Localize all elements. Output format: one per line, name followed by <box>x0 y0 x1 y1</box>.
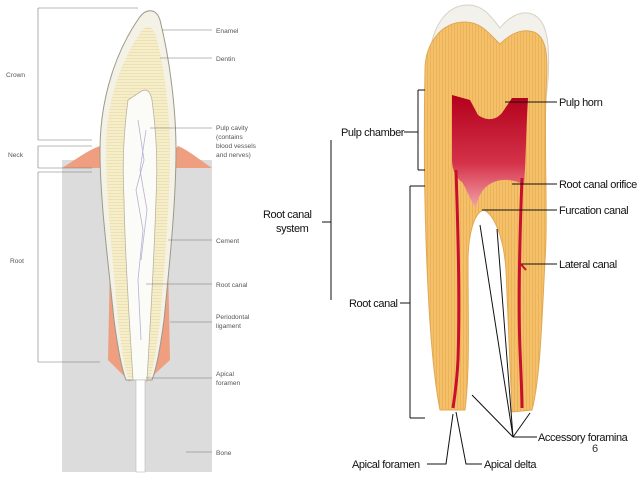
apical-delta-leader <box>455 411 482 465</box>
molar-pulp-chamber <box>452 95 528 208</box>
root-canal-system-label-1: Root canal <box>263 209 312 221</box>
root-canal-label-right: Root canal <box>349 298 398 310</box>
pulp-horn-label: Pulp horn <box>559 97 603 109</box>
root-canal-channel <box>135 379 146 473</box>
cement-label: Cement <box>216 238 239 245</box>
apical-foramen-label-2: foramen <box>216 380 241 387</box>
apical-foramen-leader <box>427 413 454 465</box>
blood-vessel <box>135 119 148 341</box>
root-label: Root <box>10 258 24 265</box>
molar-root-canal-right <box>517 177 524 409</box>
pulp-cavity-label-1: Pulp cavity <box>216 125 249 132</box>
molar-root-canal-left <box>451 169 461 409</box>
root-bracket <box>37 171 100 363</box>
accessory-foramina-label: Accessory foramina <box>538 432 629 444</box>
pulp-chamber-bracket <box>417 89 425 171</box>
page-number: 6 <box>592 443 598 455</box>
root-canal-bracket <box>409 185 425 419</box>
pulp-cavity-label-4: and nerves) <box>216 152 251 159</box>
periodontal-label-2: ligament <box>216 323 241 330</box>
accessory-foramina-leader <box>471 224 537 438</box>
bone-label: Bone <box>216 450 232 457</box>
furcation-canal-label: Furcation canal <box>559 205 628 217</box>
neck-label: Neck <box>8 152 24 159</box>
dentin-label: Dentin <box>216 56 235 63</box>
molar-dentin <box>423 21 548 413</box>
apical-foramen-label-1: Apical <box>216 371 234 378</box>
root-canal-system-label-2: system <box>276 223 309 235</box>
enamel-label: Enamel <box>216 28 239 35</box>
root-canal-label-left: Root canal <box>216 282 248 289</box>
left-tooth-diagram: Crown Neck Root Enamel Dentin Pulp cavit… <box>6 7 257 473</box>
right-tooth-diagram: Pulp chamber Root canal system Root cana… <box>263 4 637 471</box>
apical-foramen-label: Apical foramen <box>352 459 420 471</box>
crown-label: Crown <box>6 72 25 79</box>
apical-delta-label: Apical delta <box>484 459 537 471</box>
pulp-chamber-label: Pulp chamber <box>341 127 405 139</box>
pulp-cavity-label-3: blood vessels <box>216 143 257 150</box>
crown-bracket <box>37 7 138 141</box>
periodontal-label-1: Periodontal <box>216 314 250 321</box>
neck-bracket <box>37 145 92 169</box>
lateral-canal-label: Lateral canal <box>559 259 617 271</box>
pulp-cavity <box>122 89 158 381</box>
molar-lateral-canal <box>518 261 527 271</box>
pulp-cavity-label-2: (contains <box>216 134 243 141</box>
root-canal-orifice-label: Root canal orifice <box>559 179 637 191</box>
